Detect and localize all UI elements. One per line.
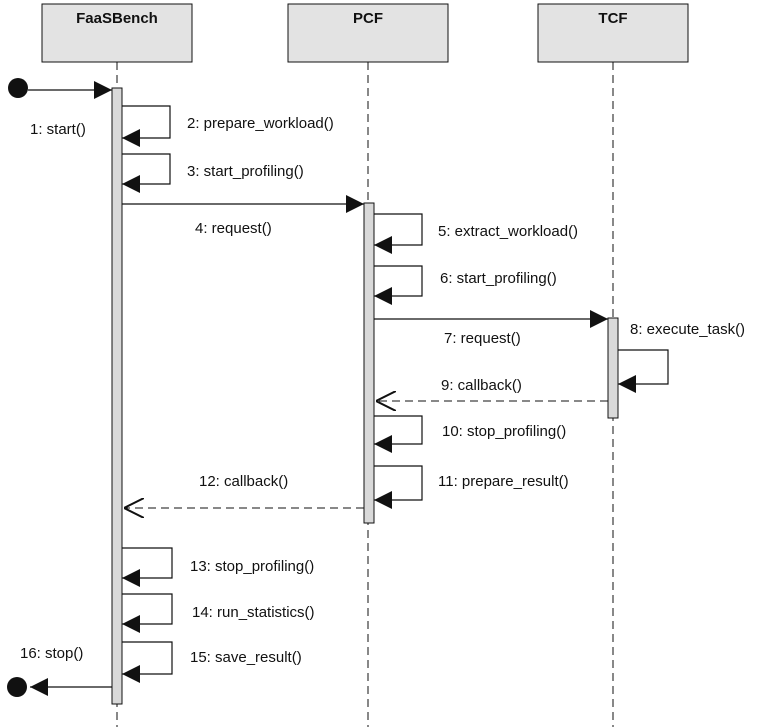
message-label: 9: callback() <box>441 377 522 394</box>
message-6-start-profiling: 6: start_profiling() <box>374 265 557 305</box>
message-label: 11: prepare_result() <box>438 473 569 490</box>
message-7-request: 7: request() <box>374 310 608 347</box>
message-label: 13: stop_profiling() <box>190 558 314 575</box>
message-12-callback: 12: callback() <box>124 473 364 508</box>
activation-faasbench <box>111 87 123 705</box>
activation-tcf <box>607 317 619 419</box>
message-9-callback: 9: callback() <box>376 377 608 401</box>
lifeline-header-faasbench: FaaSBench <box>41 3 193 63</box>
message-16-stop: 16: stop() <box>7 645 112 697</box>
message-11-prepare-result: 11: prepare_result() <box>374 465 569 509</box>
lifeline-name-pcf: PCF <box>353 10 383 27</box>
message-label: 6: start_profiling() <box>440 270 557 287</box>
message-label: 7: request() <box>444 330 521 347</box>
lifeline-name-tcf: TCF <box>598 10 627 27</box>
message-label: 14: run_statistics() <box>192 604 315 621</box>
message-10-stop-profiling: 10: stop_profiling() <box>374 415 566 453</box>
message-2-prepare-workload: 2: prepare_workload() <box>122 105 334 147</box>
message-1-start: 1: start() <box>8 78 112 138</box>
message-label: 2: prepare_workload() <box>187 115 334 132</box>
message-15-save-result: 15: save_result() <box>122 641 302 683</box>
message-label: 16: stop() <box>20 645 83 662</box>
lifeline-header-pcf: PCF <box>287 3 449 63</box>
message-label: 4: request() <box>195 220 272 237</box>
message-label: 10: stop_profiling() <box>442 423 566 440</box>
initial-node-dot <box>8 78 28 98</box>
lifeline-header-tcf: TCF <box>537 3 689 63</box>
message-label: 15: save_result() <box>190 649 302 666</box>
message-13-stop-profiling: 13: stop_profiling() <box>122 547 314 587</box>
message-label: 12: callback() <box>199 473 288 490</box>
message-5-extract-workload: 5: extract_workload() <box>374 213 578 254</box>
activation-pcf <box>363 202 375 524</box>
message-8-execute-task: 8: execute_task() <box>618 321 745 393</box>
message-label: 5: extract_workload() <box>438 223 578 240</box>
lifeline-name-faasbench: FaaSBench <box>76 10 158 27</box>
message-14-run-statistics: 14: run_statistics() <box>122 593 315 633</box>
message-label: 8: execute_task() <box>630 321 745 338</box>
message-4-request: 4: request() <box>122 195 364 237</box>
message-label: 1: start() <box>30 121 86 138</box>
message-label: 3: start_profiling() <box>187 163 304 180</box>
message-3-start-profiling: 3: start_profiling() <box>122 153 304 193</box>
final-node-dot <box>7 677 27 697</box>
